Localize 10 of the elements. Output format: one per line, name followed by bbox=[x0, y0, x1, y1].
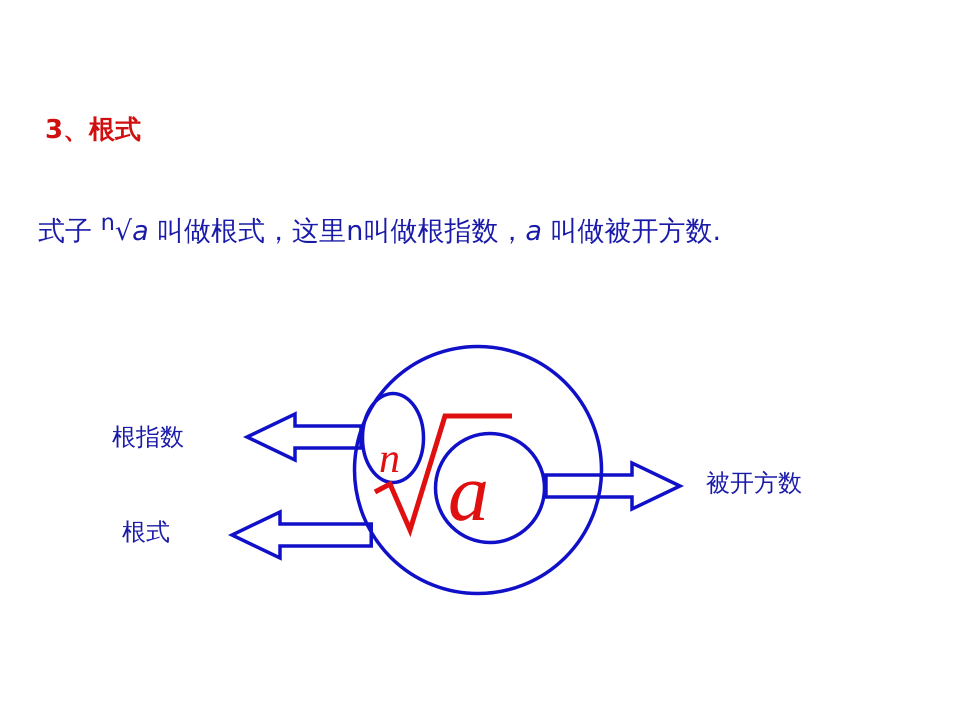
block-arrow bbox=[228, 509, 373, 561]
term-label: 被开方数 bbox=[706, 468, 802, 499]
block-arrow bbox=[544, 460, 684, 512]
term-label: 根指数 bbox=[112, 422, 184, 453]
term-label: 根式 bbox=[122, 517, 170, 548]
section-heading: 3、根式 bbox=[45, 114, 142, 147]
variable-letter: a bbox=[448, 452, 489, 534]
definition-sentence: 式子 $^{n}$√a 叫做根式，这里n叫做根指数，a 叫做被开方数. bbox=[38, 210, 722, 249]
block-arrow bbox=[242, 411, 363, 463]
variable-letter: n bbox=[379, 438, 400, 480]
